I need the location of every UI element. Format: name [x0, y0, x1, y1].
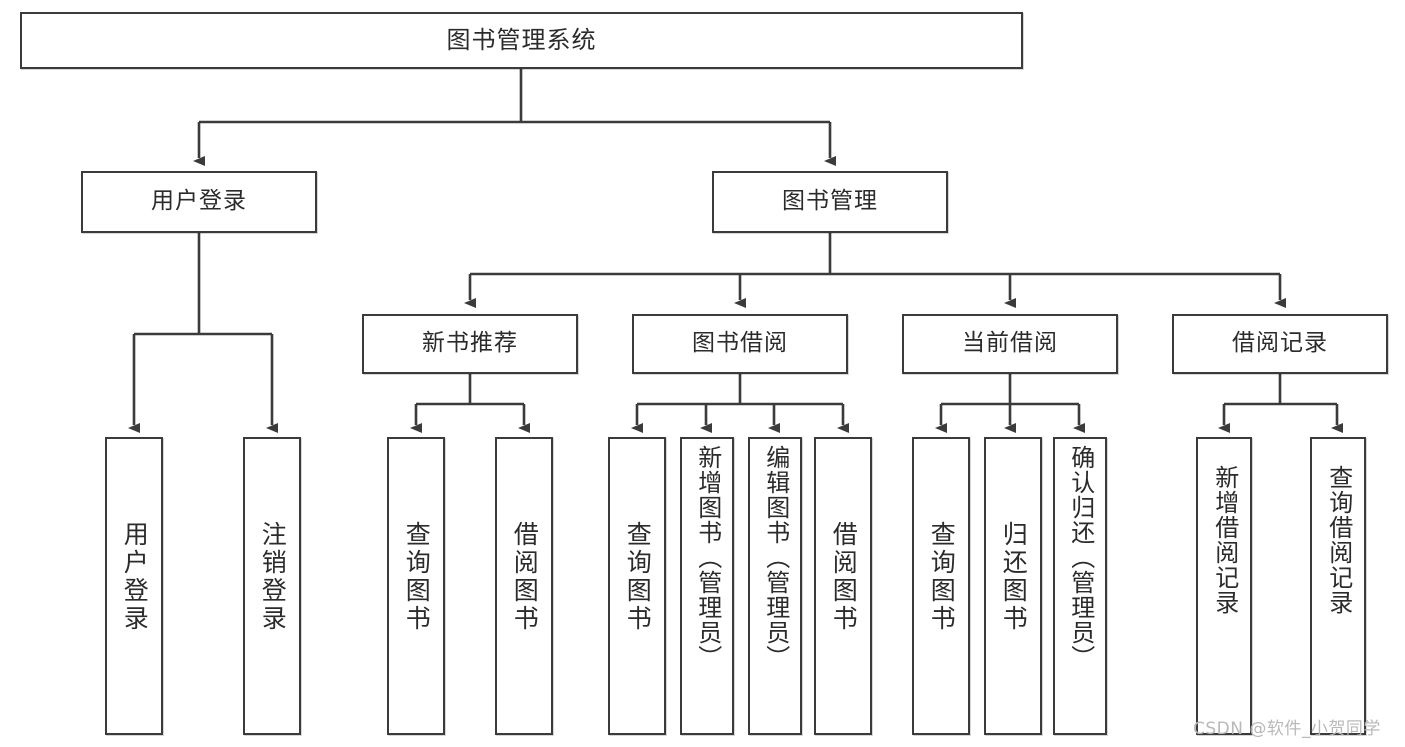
node-leaf-query-book-2-label: 查询图书 [623, 521, 653, 633]
node-leaf-return-book-label: 归还图书 [999, 521, 1029, 633]
node-root-label: 图书管理系统 [446, 26, 597, 55]
node-leaf-confirm-return[interactable]: 确认归还（管理员） [1053, 437, 1107, 735]
node-current-borrow-label: 当前借阅 [962, 330, 1058, 357]
node-leaf-confirm-return-label: 确认归还（管理员） [1066, 445, 1095, 670]
node-leaf-logout[interactable]: 注销登录 [243, 437, 301, 735]
node-book-manage-label: 图书管理 [782, 188, 878, 215]
node-borrow-record[interactable]: 借阅记录 [1172, 314, 1388, 374]
node-user-login[interactable]: 用户登录 [81, 171, 317, 233]
node-leaf-query-book-1[interactable]: 查询图书 [387, 437, 445, 735]
node-book-borrow-label: 图书借阅 [692, 330, 788, 357]
node-new-book-recommend[interactable]: 新书推荐 [362, 314, 578, 374]
node-leaf-edit-book[interactable]: 编辑图书（管理员） [748, 437, 802, 735]
node-new-book-recommend-label: 新书推荐 [422, 330, 518, 357]
node-leaf-add-record-label: 新增借阅记录 [1210, 465, 1239, 615]
node-root[interactable]: 图书管理系统 [20, 12, 1023, 69]
node-leaf-logout-label: 注销登录 [258, 521, 288, 633]
node-book-borrow[interactable]: 图书借阅 [632, 314, 848, 374]
node-leaf-return-book[interactable]: 归还图书 [984, 437, 1042, 735]
node-leaf-add-book-label: 新增图书（管理员） [693, 445, 722, 670]
node-leaf-query-record-label: 查询借阅记录 [1324, 465, 1353, 615]
node-leaf-edit-book-label: 编辑图书（管理员） [761, 445, 790, 670]
node-user-login-label: 用户登录 [151, 188, 247, 215]
node-leaf-borrow-book-1-label: 借阅图书 [510, 521, 540, 633]
node-leaf-add-record[interactable]: 新增借阅记录 [1196, 437, 1252, 735]
node-leaf-borrow-book-2-label: 借阅图书 [829, 521, 859, 633]
node-leaf-user-login[interactable]: 用户登录 [105, 437, 163, 735]
node-leaf-user-login-label: 用户登录 [120, 521, 150, 633]
node-borrow-record-label: 借阅记录 [1232, 330, 1328, 357]
node-leaf-query-record[interactable]: 查询借阅记录 [1310, 437, 1366, 735]
node-leaf-borrow-book-1[interactable]: 借阅图书 [495, 437, 553, 735]
watermark: CSDN @软件_小贺同学 [1193, 719, 1381, 739]
node-leaf-query-book-2[interactable]: 查询图书 [608, 437, 666, 735]
node-current-borrow[interactable]: 当前借阅 [902, 314, 1118, 374]
node-leaf-borrow-book-2[interactable]: 借阅图书 [814, 437, 872, 735]
node-book-manage[interactable]: 图书管理 [712, 171, 948, 233]
node-leaf-add-book[interactable]: 新增图书（管理员） [680, 437, 734, 735]
node-leaf-query-book-3[interactable]: 查询图书 [912, 437, 970, 735]
node-leaf-query-book-3-label: 查询图书 [927, 521, 957, 633]
node-leaf-query-book-1-label: 查询图书 [402, 521, 432, 633]
